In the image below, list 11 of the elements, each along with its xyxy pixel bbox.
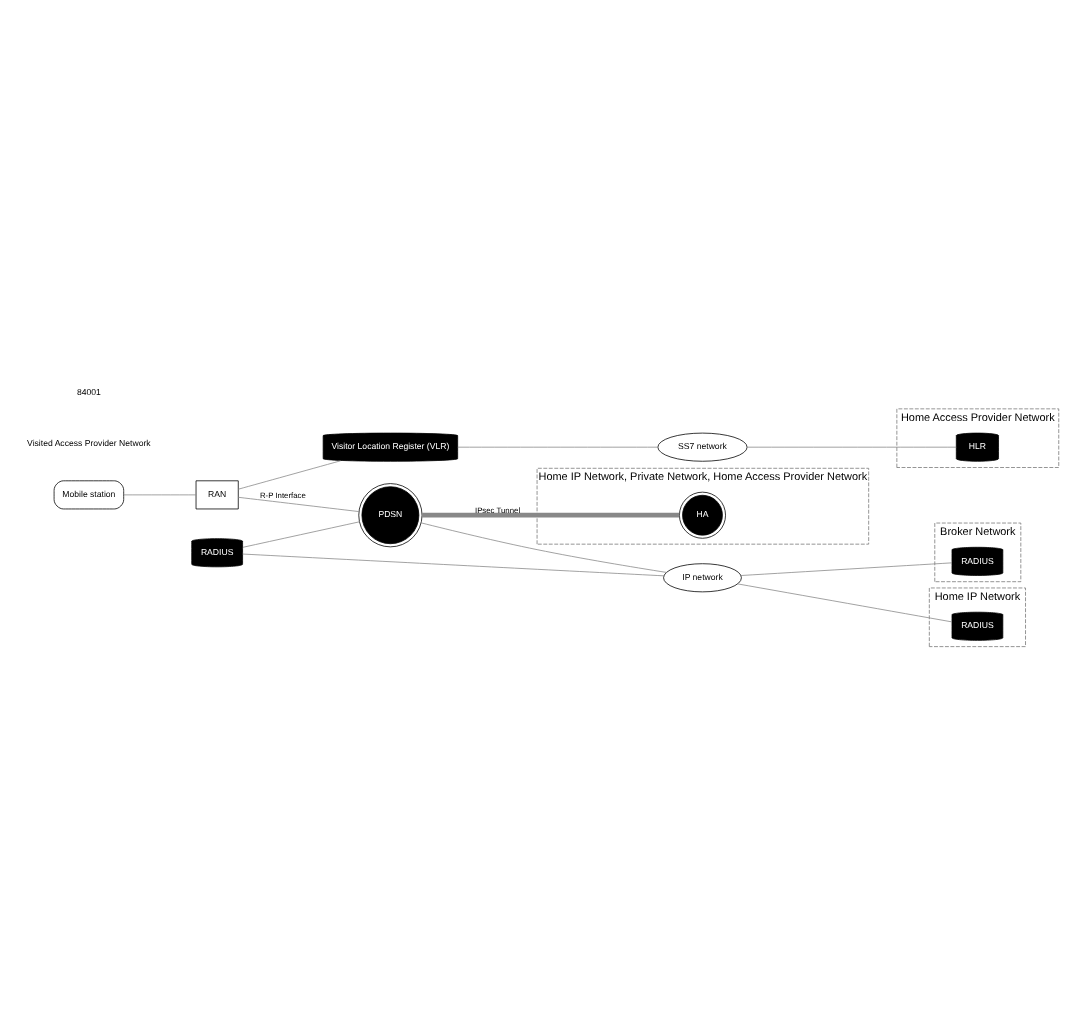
connector (242, 520, 360, 547)
connector (123, 493, 197, 495)
connector (457, 445, 659, 447)
connector (242, 552, 665, 576)
connector (237, 459, 341, 489)
connector (420, 521, 667, 572)
connector (746, 445, 957, 447)
connector (422, 511, 680, 517)
connector (237, 495, 360, 511)
connector (740, 561, 953, 575)
connector (737, 582, 953, 622)
